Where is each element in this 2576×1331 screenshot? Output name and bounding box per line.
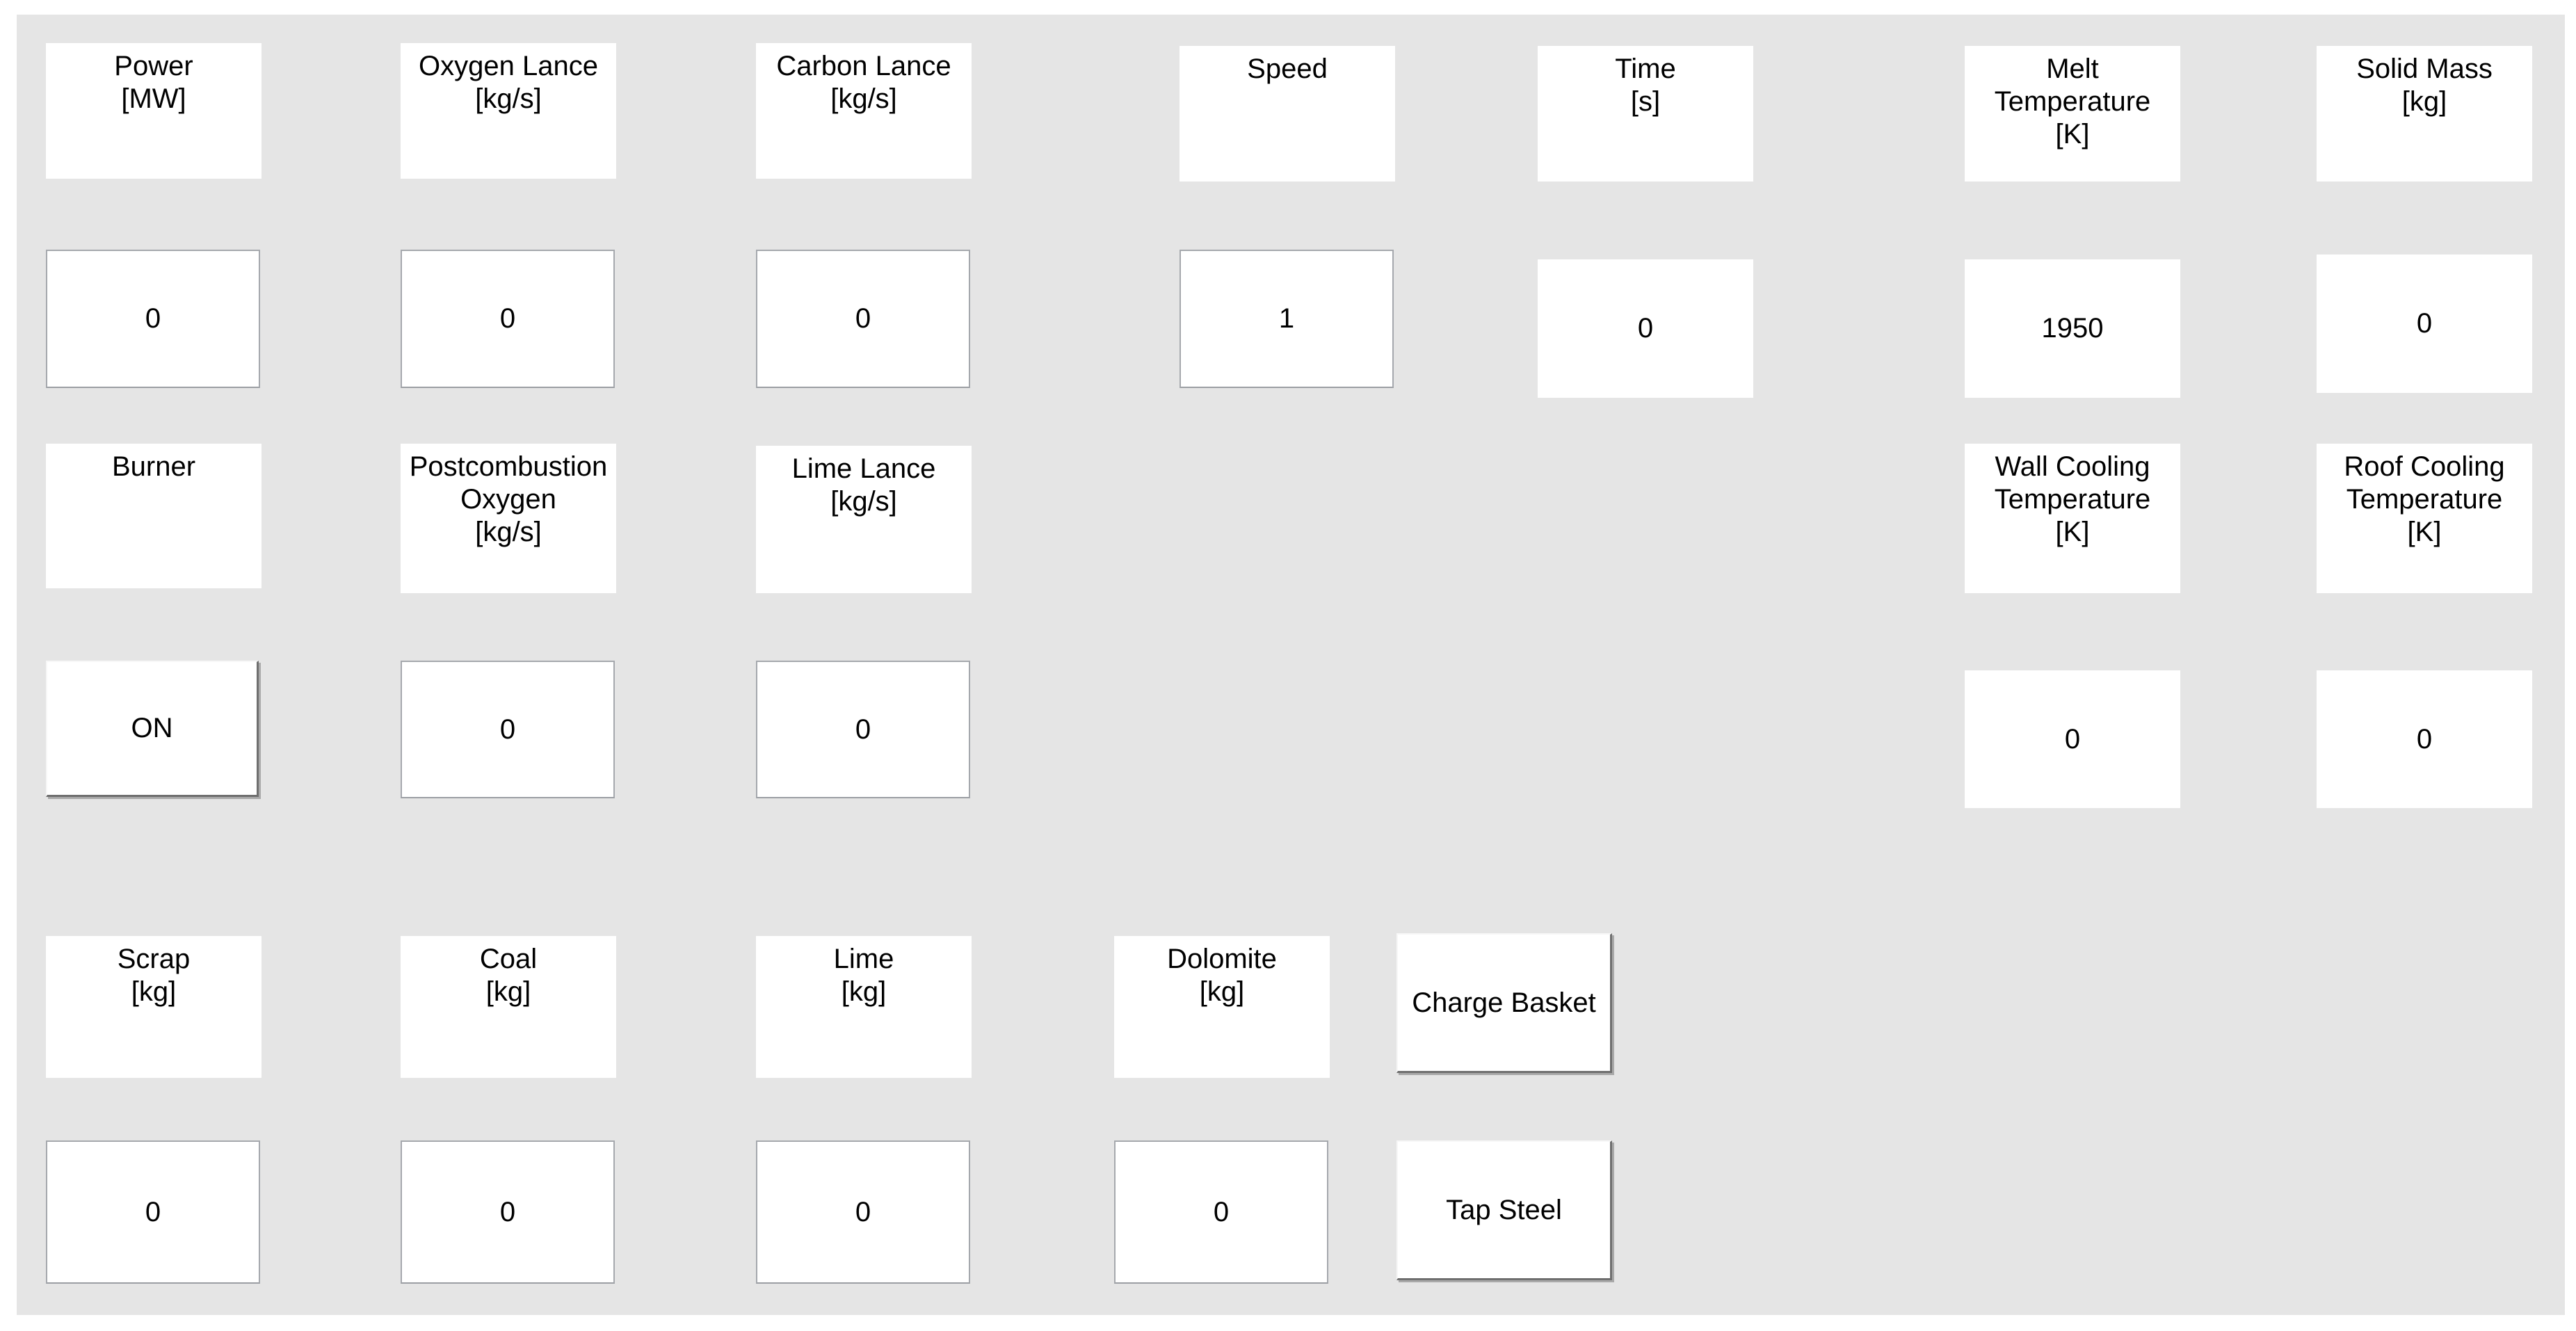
control-panel: Power [MW] Oxygen Lance [kg/s] Carbon La… [17,15,2565,1315]
burner-on-button[interactable]: ON [46,661,259,797]
oxygen-lance-input[interactable]: 0 [401,250,615,388]
coal-input[interactable]: 0 [401,1140,615,1284]
melt-temperature-label: Melt Temperature [K] [1965,46,2180,182]
coal-label: Coal [kg] [401,936,616,1078]
melt-temperature-display: 1950 [1965,259,2180,398]
dolomite-label: Dolomite [kg] [1114,936,1330,1078]
roof-cooling-temperature-display: 0 [2317,670,2532,808]
scrap-input[interactable]: 0 [46,1140,260,1284]
speed-input[interactable]: 1 [1180,250,1394,388]
postcombustion-oxygen-input[interactable]: 0 [401,661,615,798]
time-display: 0 [1538,259,1753,398]
burner-label: Burner [46,444,261,588]
roof-cooling-temperature-label: Roof Cooling Temperature [K] [2317,444,2532,593]
wall-cooling-temperature-label: Wall Cooling Temperature [K] [1965,444,2180,593]
carbon-lance-input[interactable]: 0 [756,250,970,388]
power-input[interactable]: 0 [46,250,260,388]
wall-cooling-temperature-display: 0 [1965,670,2180,808]
lime-label: Lime [kg] [756,936,972,1078]
speed-label: Speed [1180,46,1395,182]
lime-lance-input[interactable]: 0 [756,661,970,798]
carbon-lance-label: Carbon Lance [kg/s] [756,43,972,179]
lime-input[interactable]: 0 [756,1140,970,1284]
solid-mass-label: Solid Mass [kg] [2317,46,2532,182]
charge-basket-button[interactable]: Charge Basket [1396,933,1612,1073]
postcombustion-oxygen-label: Postcombustion Oxygen [kg/s] [401,444,616,593]
dolomite-input[interactable]: 0 [1114,1140,1328,1284]
lime-lance-label: Lime Lance [kg/s] [756,446,972,593]
tap-steel-button[interactable]: Tap Steel [1396,1140,1612,1280]
time-label: Time [s] [1538,46,1753,182]
oxygen-lance-label: Oxygen Lance [kg/s] [401,43,616,179]
power-label: Power [MW] [46,43,261,179]
solid-mass-display: 0 [2317,255,2532,393]
scrap-label: Scrap [kg] [46,936,261,1078]
